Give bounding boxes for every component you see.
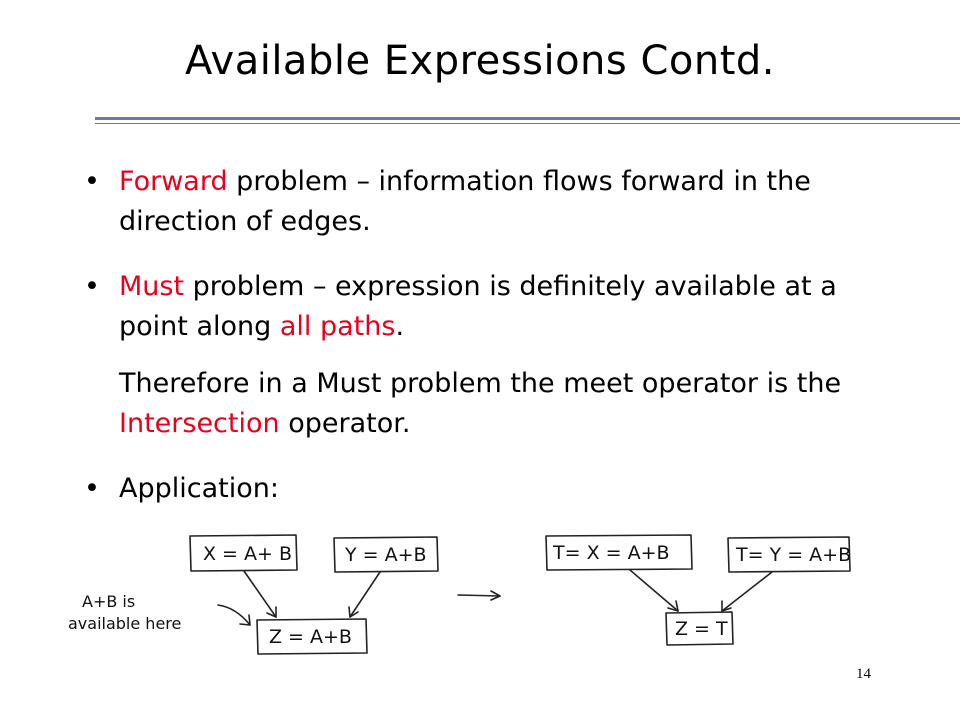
left-box3-outline [256, 618, 368, 655]
title-rule-thin [95, 123, 960, 124]
left-box1-label: X = A+ B [203, 543, 292, 565]
right-arrow-1 [629, 569, 679, 612]
bullet-must-text: problem – expression is definitely avail… [119, 271, 837, 342]
keyword-all-paths: all paths [279, 311, 396, 342]
bullet-must-end: . [395, 311, 405, 342]
left-box2-outline [333, 536, 439, 573]
right-arrow-2 [721, 571, 773, 612]
left-arrow-2 [349, 571, 381, 618]
right-box1-label: T= X = A+B [552, 542, 670, 564]
keyword-must: Must [119, 271, 185, 302]
right-box2-outline [727, 536, 851, 573]
right-box3-label: Z = T [675, 618, 728, 640]
left-box1-outline [189, 534, 298, 572]
bullet-application: • Application: [84, 469, 884, 509]
keyword-intersection: Intersection [119, 408, 280, 439]
note-arrow [217, 604, 251, 626]
bullet-list: • Forward problem – information flows fo… [84, 162, 884, 534]
paragraph-therefore: Therefore in a Must problem the meet ope… [84, 364, 884, 444]
slide-title: Available Expressions Contd. [185, 38, 775, 84]
page-number: 14 [856, 666, 871, 682]
paragraph-start: Therefore in a Must problem the meet ope… [119, 368, 842, 399]
left-arrow-1 [243, 570, 277, 618]
right-box1-outline [545, 534, 693, 571]
paragraph-end: operator. [279, 408, 411, 439]
bullet-forward: • Forward problem – information flows fo… [84, 162, 884, 242]
left-box3-label: Z = A+B [269, 626, 352, 648]
note-line-2: available here [68, 614, 181, 633]
application-diagram: X = A+ B Y = A+B Z = A+B T= X = A+B T= Y… [68, 534, 851, 655]
note-line-1: A+B is [82, 592, 135, 611]
right-box2-label: T= Y = A+B [735, 544, 851, 566]
bullet-forward-text: problem – information flows forward in t… [119, 166, 811, 237]
transform-arrow [457, 594, 501, 597]
bullet-application-text: Application: [119, 473, 279, 504]
title-rule-thick [95, 117, 960, 120]
bullet-marker: • [84, 166, 100, 197]
keyword-forward: Forward [119, 166, 228, 197]
right-box3-outline [665, 611, 734, 646]
bullet-marker: • [84, 271, 100, 302]
left-box2-label: Y = A+B [344, 544, 427, 566]
bullet-must: • Must problem – expression is definitel… [84, 267, 884, 347]
bullet-marker: • [84, 473, 100, 504]
